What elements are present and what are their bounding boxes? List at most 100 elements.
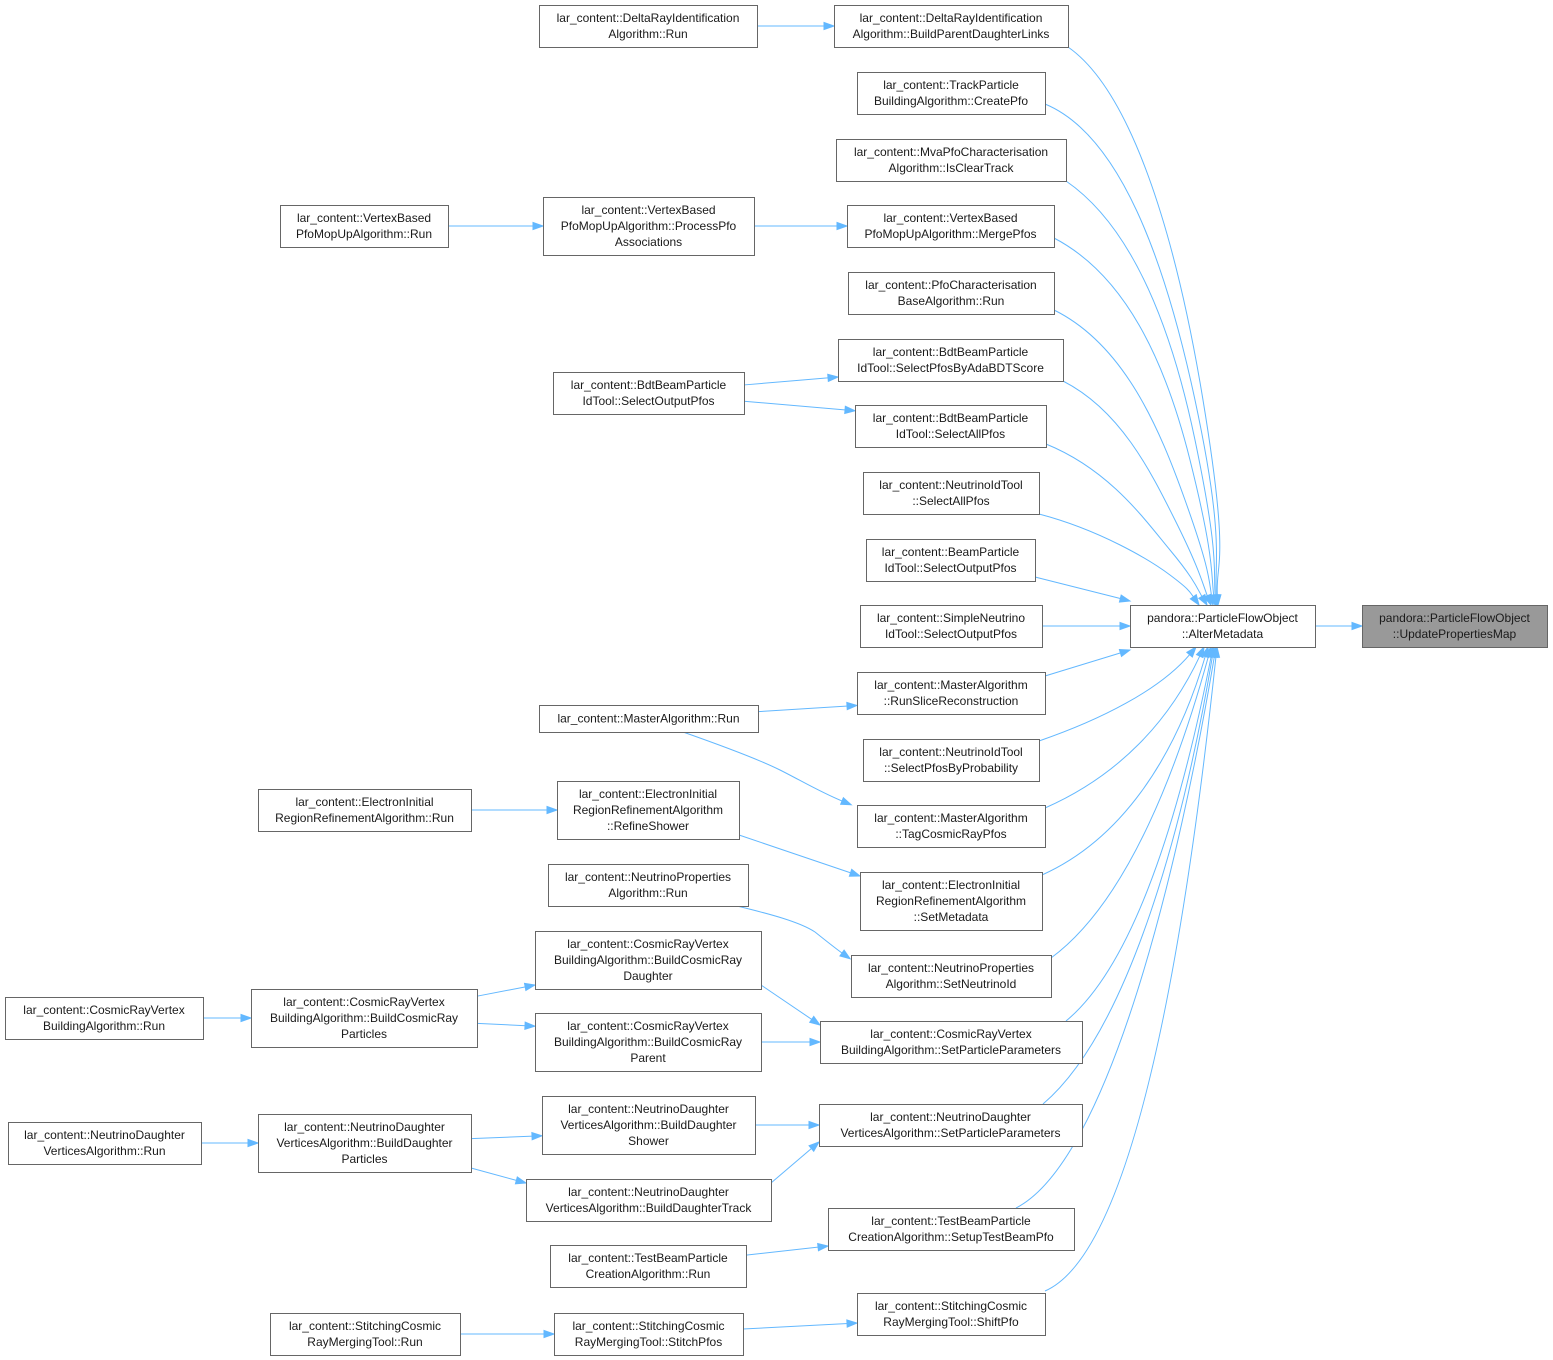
node-label-line: lar_content::StitchingCosmic <box>572 1319 724 1333</box>
node-dr-run[interactable]: lar_content::DeltaRayIdentificationAlgor… <box>539 5 758 48</box>
node-box[interactable] <box>857 672 1046 715</box>
node-box[interactable] <box>838 339 1064 382</box>
node-tb-setup[interactable]: lar_content::TestBeamParticleCreationAlg… <box>828 1208 1075 1251</box>
node-box[interactable] <box>526 1179 772 1222</box>
node-box[interactable] <box>258 1114 472 1173</box>
node-box[interactable] <box>857 805 1046 848</box>
node-label-line: Parent <box>630 1051 666 1065</box>
edge-nu_prob-to-alter <box>1038 653 1191 742</box>
node-box[interactable] <box>1362 605 1548 648</box>
node-vb-run[interactable]: lar_content::VertexBasedPfoMopUpAlgorith… <box>280 205 449 248</box>
node-label-line: Algorithm::IsClearTrack <box>889 161 1015 175</box>
edge-tb_run-to-tb_setup-arrowhead <box>817 1242 830 1252</box>
node-nd-track[interactable]: lar_content::NeutrinoDaughterVerticesAlg… <box>526 1179 772 1222</box>
node-bp-output[interactable]: lar_content::BeamParticleIdTool::SelectO… <box>866 539 1036 582</box>
node-box[interactable] <box>848 272 1055 315</box>
node-label-line: lar_content::CosmicRayVertex <box>870 1027 1031 1041</box>
node-sc-run[interactable]: lar_content::StitchingCosmicRayMergingTo… <box>270 1313 461 1356</box>
node-bdt-output[interactable]: lar_content::BdtBeamParticleIdTool::Sele… <box>553 372 745 415</box>
node-cr-daughter[interactable]: lar_content::CosmicRayVertexBuildingAlgo… <box>535 931 762 990</box>
node-ei-meta[interactable]: lar_content::ElectronInitialRegionRefine… <box>860 872 1043 931</box>
node-box[interactable] <box>557 781 740 840</box>
node-snu-output[interactable]: lar_content::SimpleNeutrinoIdTool::Selec… <box>860 605 1043 648</box>
node-box[interactable] <box>847 205 1055 248</box>
node-label-line: BuildingAlgorithm::BuildCosmicRay <box>270 1011 458 1025</box>
node-cr-run[interactable]: lar_content::CosmicRayVertexBuildingAlgo… <box>5 997 204 1040</box>
node-box[interactable] <box>553 372 745 415</box>
node-box[interactable] <box>1130 605 1316 648</box>
node-alter[interactable]: pandora::ParticleFlowObject::AlterMetada… <box>1130 605 1316 648</box>
node-tb-run[interactable]: lar_content::TestBeamParticleCreationAlg… <box>550 1245 747 1288</box>
node-box[interactable] <box>863 472 1040 515</box>
node-label-line: IdTool::SelectOutputPfos <box>582 394 714 408</box>
node-box[interactable] <box>828 1208 1075 1251</box>
node-label-line: Algorithm::Run <box>608 886 687 900</box>
node-box[interactable] <box>550 1245 747 1288</box>
node-tp-create[interactable]: lar_content::TrackParticleBuildingAlgori… <box>857 72 1046 115</box>
node-np-run[interactable]: lar_content::NeutrinoPropertiesAlgorithm… <box>548 864 749 907</box>
node-nd-run[interactable]: lar_content::NeutrinoDaughterVerticesAlg… <box>8 1122 202 1165</box>
node-sc-shift[interactable]: lar_content::StitchingCosmicRayMergingTo… <box>857 1293 1046 1336</box>
edge-ei_refine-to-ei_meta <box>738 834 852 874</box>
node-pfochar-run[interactable]: lar_content::PfoCharacterisationBaseAlgo… <box>848 272 1055 315</box>
node-box[interactable] <box>834 5 1069 48</box>
node-bdt-all[interactable]: lar_content::BdtBeamParticleIdTool::Sele… <box>855 405 1047 448</box>
node-label-line: BuildingAlgorithm::SetParticleParameters <box>841 1043 1061 1057</box>
node-ma-slice[interactable]: lar_content::MasterAlgorithm::RunSliceRe… <box>857 672 1046 715</box>
node-sc-stitch[interactable]: lar_content::StitchingCosmicRayMergingTo… <box>554 1313 744 1356</box>
node-box[interactable] <box>857 1293 1046 1336</box>
node-box[interactable] <box>860 872 1043 931</box>
node-box[interactable] <box>548 864 749 907</box>
node-box[interactable] <box>539 705 759 733</box>
node-nd-set[interactable]: lar_content::NeutrinoDaughterVerticesAlg… <box>819 1104 1083 1147</box>
node-box[interactable] <box>836 139 1067 182</box>
node-nu-prob[interactable]: lar_content::NeutrinoIdTool::SelectPfosB… <box>863 739 1040 782</box>
node-box[interactable] <box>280 205 449 248</box>
edge-cr_daughter-to-cr_set-arrowhead <box>808 1015 822 1026</box>
node-box[interactable] <box>860 605 1043 648</box>
node-np-set[interactable]: lar_content::NeutrinoPropertiesAlgorithm… <box>851 955 1052 998</box>
node-box[interactable] <box>542 1096 756 1155</box>
edge-dr_links-to-alter <box>1067 46 1221 597</box>
node-mva-clear[interactable]: lar_content::MvaPfoCharacterisationAlgor… <box>836 139 1067 182</box>
node-bdt-ada[interactable]: lar_content::BdtBeamParticleIdTool::Sele… <box>838 339 1064 382</box>
node-box[interactable] <box>8 1122 202 1165</box>
node-box[interactable] <box>539 5 758 48</box>
node-box[interactable] <box>543 197 755 256</box>
node-box[interactable] <box>554 1313 744 1356</box>
node-box[interactable] <box>857 72 1046 115</box>
node-box[interactable] <box>535 931 762 990</box>
edge-ma_slice-to-alter-arrowhead <box>1118 648 1132 658</box>
node-box[interactable] <box>866 539 1036 582</box>
node-box[interactable] <box>820 1021 1083 1064</box>
node-ei-run[interactable]: lar_content::ElectronInitialRegionRefine… <box>258 789 472 832</box>
node-cr-particles[interactable]: lar_content::CosmicRayVertexBuildingAlgo… <box>251 989 478 1048</box>
edge-cr_daughter-to-cr_set <box>760 984 813 1021</box>
node-box[interactable] <box>258 789 472 832</box>
node-nd-particles[interactable]: lar_content::NeutrinoDaughterVerticesAlg… <box>258 1114 472 1173</box>
node-box[interactable] <box>535 1013 762 1072</box>
edge-sc_shift-to-alter <box>1044 655 1217 1292</box>
node-label-line: ::SelectPfosByProbability <box>884 761 1018 775</box>
node-label-line: lar_content::PfoCharacterisation <box>865 278 1036 292</box>
node-nd-shower[interactable]: lar_content::NeutrinoDaughterVerticesAlg… <box>542 1096 756 1155</box>
node-vb-assoc[interactable]: lar_content::VertexBasedPfoMopUpAlgorith… <box>543 197 755 256</box>
node-focus[interactable]: pandora::ParticleFlowObject::UpdatePrope… <box>1362 605 1548 648</box>
node-box[interactable] <box>819 1104 1083 1147</box>
node-label-line: VerticesAlgorithm::Run <box>43 1144 165 1158</box>
node-vb-merge[interactable]: lar_content::VertexBasedPfoMopUpAlgorith… <box>847 205 1055 248</box>
node-nu-all[interactable]: lar_content::NeutrinoIdTool::SelectAllPf… <box>863 472 1040 515</box>
node-ma-tag[interactable]: lar_content::MasterAlgorithm::TagCosmicR… <box>857 805 1046 848</box>
edge-tb_setup-to-alter <box>1015 655 1215 1209</box>
node-box[interactable] <box>270 1313 461 1356</box>
node-box[interactable] <box>5 997 204 1040</box>
node-box[interactable] <box>851 955 1052 998</box>
node-box[interactable] <box>863 739 1040 782</box>
node-box[interactable] <box>855 405 1047 448</box>
node-dr-links[interactable]: lar_content::DeltaRayIdentificationAlgor… <box>834 5 1069 48</box>
node-cr-parent[interactable]: lar_content::CosmicRayVertexBuildingAlgo… <box>535 1013 762 1072</box>
node-ei-refine[interactable]: lar_content::ElectronInitialRegionRefine… <box>557 781 740 840</box>
node-ma-run[interactable]: lar_content::MasterAlgorithm::Run <box>539 705 759 733</box>
node-cr-set[interactable]: lar_content::CosmicRayVertexBuildingAlgo… <box>820 1021 1083 1064</box>
node-box[interactable] <box>251 989 478 1048</box>
